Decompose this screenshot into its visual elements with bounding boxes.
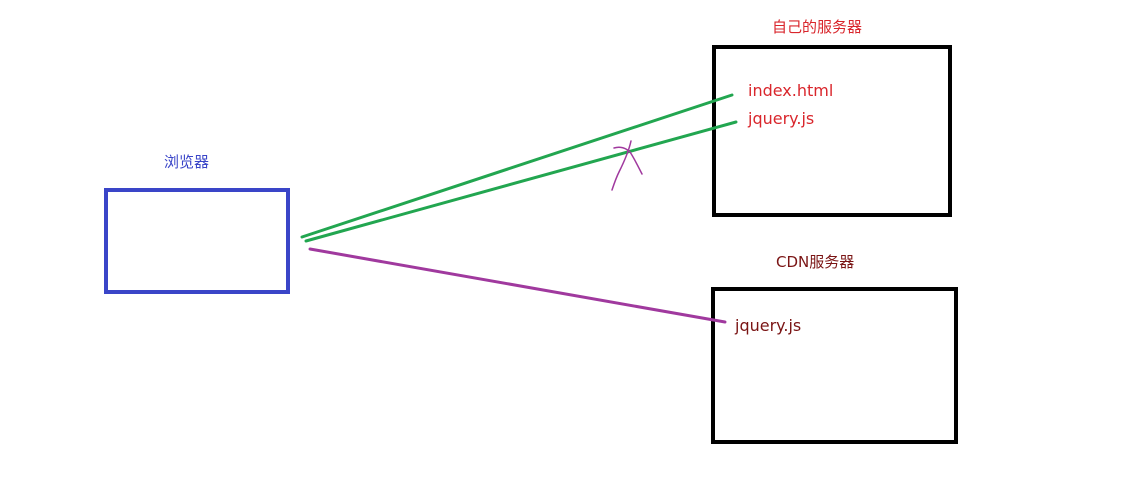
browser-label: 浏览器 (164, 153, 210, 171)
browser-box (104, 188, 290, 294)
own-server-label: 自己的服务器 (772, 18, 863, 36)
cdn-server-label: CDN服务器 (776, 253, 855, 271)
own-server-file-index-html: index.html (748, 81, 834, 100)
link-browser-to-cdn-jquery-js (308, 247, 727, 324)
cross-out-mark (611, 140, 643, 191)
link-browser-to-own-jquery-js (304, 120, 738, 243)
link-browser-to-index-html (300, 93, 734, 239)
cdn-server-box (711, 287, 958, 444)
own-server-box (712, 45, 952, 217)
own-server-file-jquery-js: jquery.js (748, 109, 815, 128)
cdn-server-file-jquery-js: jquery.js (735, 316, 802, 335)
